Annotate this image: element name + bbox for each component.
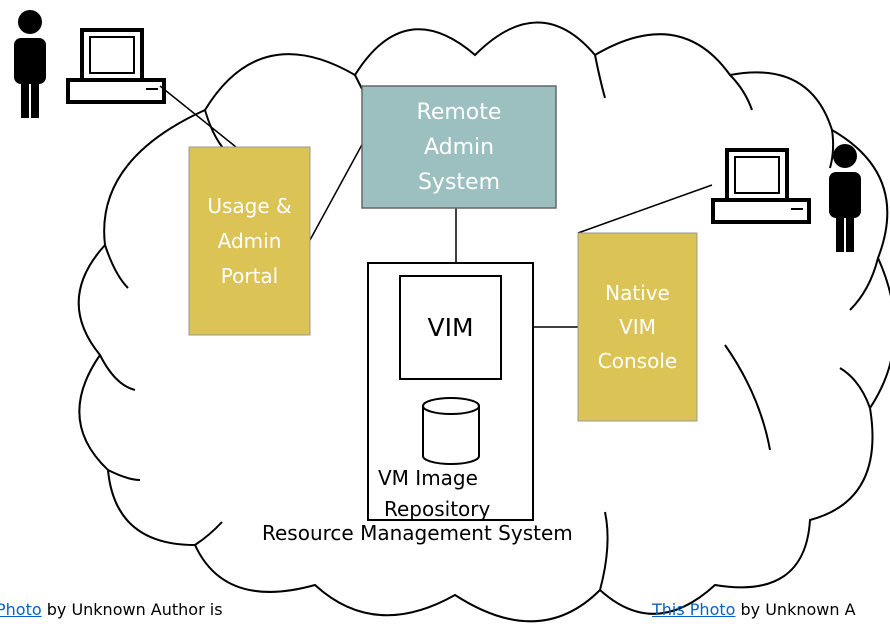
- photo-credit-link[interactable]: Photo: [0, 600, 42, 619]
- repository-label-line1: VM Image: [378, 466, 478, 490]
- person-icon: [14, 10, 46, 118]
- person-icon: [829, 144, 861, 252]
- computer-icon: [66, 28, 166, 104]
- database-icon: [422, 397, 480, 465]
- repository-label-line2: Repository: [384, 497, 491, 521]
- remote-admin-system-box: [361, 85, 557, 209]
- vim-box: [399, 275, 502, 380]
- photo-credit-right: This Photo by Unknown A: [652, 600, 856, 619]
- photo-credit-text: by Unknown A: [735, 600, 856, 619]
- photo-credit-text: by Unknown Author is: [41, 600, 223, 619]
- computer-icon: [711, 148, 811, 224]
- photo-credit-left: Photo by Unknown Author is: [0, 600, 223, 619]
- native-vim-console-box: [577, 232, 698, 422]
- photo-credit-link[interactable]: This Photo: [652, 600, 736, 619]
- usage-admin-portal-box: [188, 146, 311, 336]
- resource-management-label: Resource Management System: [262, 521, 573, 545]
